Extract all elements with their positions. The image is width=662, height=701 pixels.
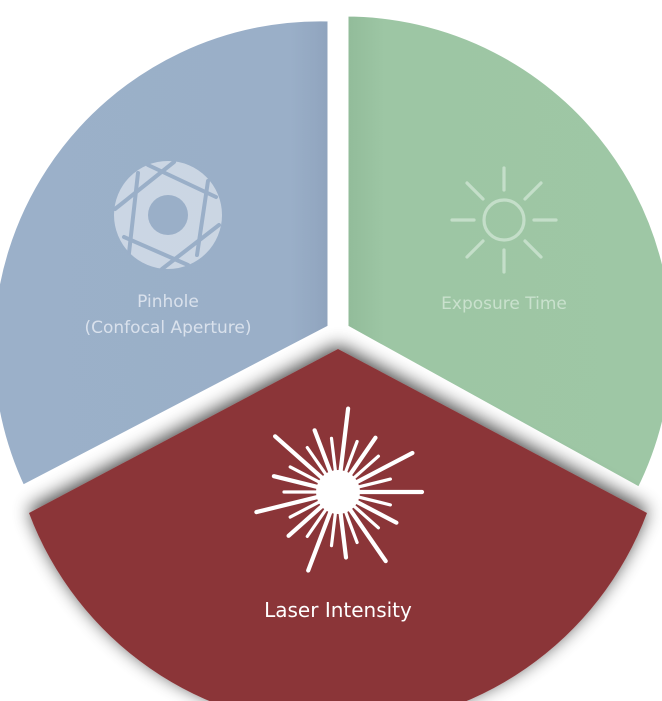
laser-burst-ray bbox=[286, 501, 327, 538]
segment-pinhole: Pinhole (Confocal Aperture) bbox=[0, 14, 335, 493]
laser-burst-icon bbox=[254, 406, 425, 573]
laser-burst-ray bbox=[351, 450, 415, 486]
laser-burst-ray bbox=[272, 434, 327, 483]
pinhole-label-line-1: Pinhole bbox=[137, 292, 199, 312]
laser-burst-ray bbox=[329, 508, 338, 548]
laser-burst-ray bbox=[346, 504, 388, 564]
laser-burst-ray bbox=[312, 428, 334, 478]
laser-burst-ray bbox=[254, 494, 323, 515]
laser-burst-ray bbox=[349, 502, 381, 530]
laser-burst-ray bbox=[351, 498, 399, 525]
laser-burst-ray bbox=[306, 506, 334, 573]
laser-label: Laser Intensity bbox=[264, 598, 412, 622]
laser-burst-ray bbox=[288, 465, 324, 486]
laser-burst-ray bbox=[329, 436, 338, 476]
segment-exposure: Exposure Time bbox=[341, 9, 662, 495]
laser-burst-ray bbox=[353, 494, 393, 507]
segment-laser-shape bbox=[29, 349, 647, 701]
laser-burst-core bbox=[316, 470, 360, 514]
laser-burst-ray bbox=[349, 454, 381, 482]
sun-icon bbox=[450, 166, 558, 274]
laser-burst-ray bbox=[288, 498, 324, 519]
laser-burst-ray bbox=[305, 445, 330, 479]
pinhole-label-line-2: (Confocal Aperture) bbox=[85, 318, 252, 338]
segment-laser: Laser Intensity bbox=[29, 349, 647, 701]
aperture-icon bbox=[113, 160, 222, 271]
laser-burst-ray bbox=[271, 474, 323, 490]
laser-burst-ray bbox=[346, 435, 378, 480]
laser-burst-ray bbox=[305, 505, 330, 539]
laser-burst-ray bbox=[342, 439, 359, 477]
laser-burst-ray bbox=[338, 406, 351, 477]
laser-burst-ray bbox=[353, 477, 393, 490]
laser-burst-ray bbox=[342, 507, 359, 545]
exposure-label: Exposure Time bbox=[441, 294, 567, 314]
laser-burst-ray bbox=[338, 507, 349, 560]
